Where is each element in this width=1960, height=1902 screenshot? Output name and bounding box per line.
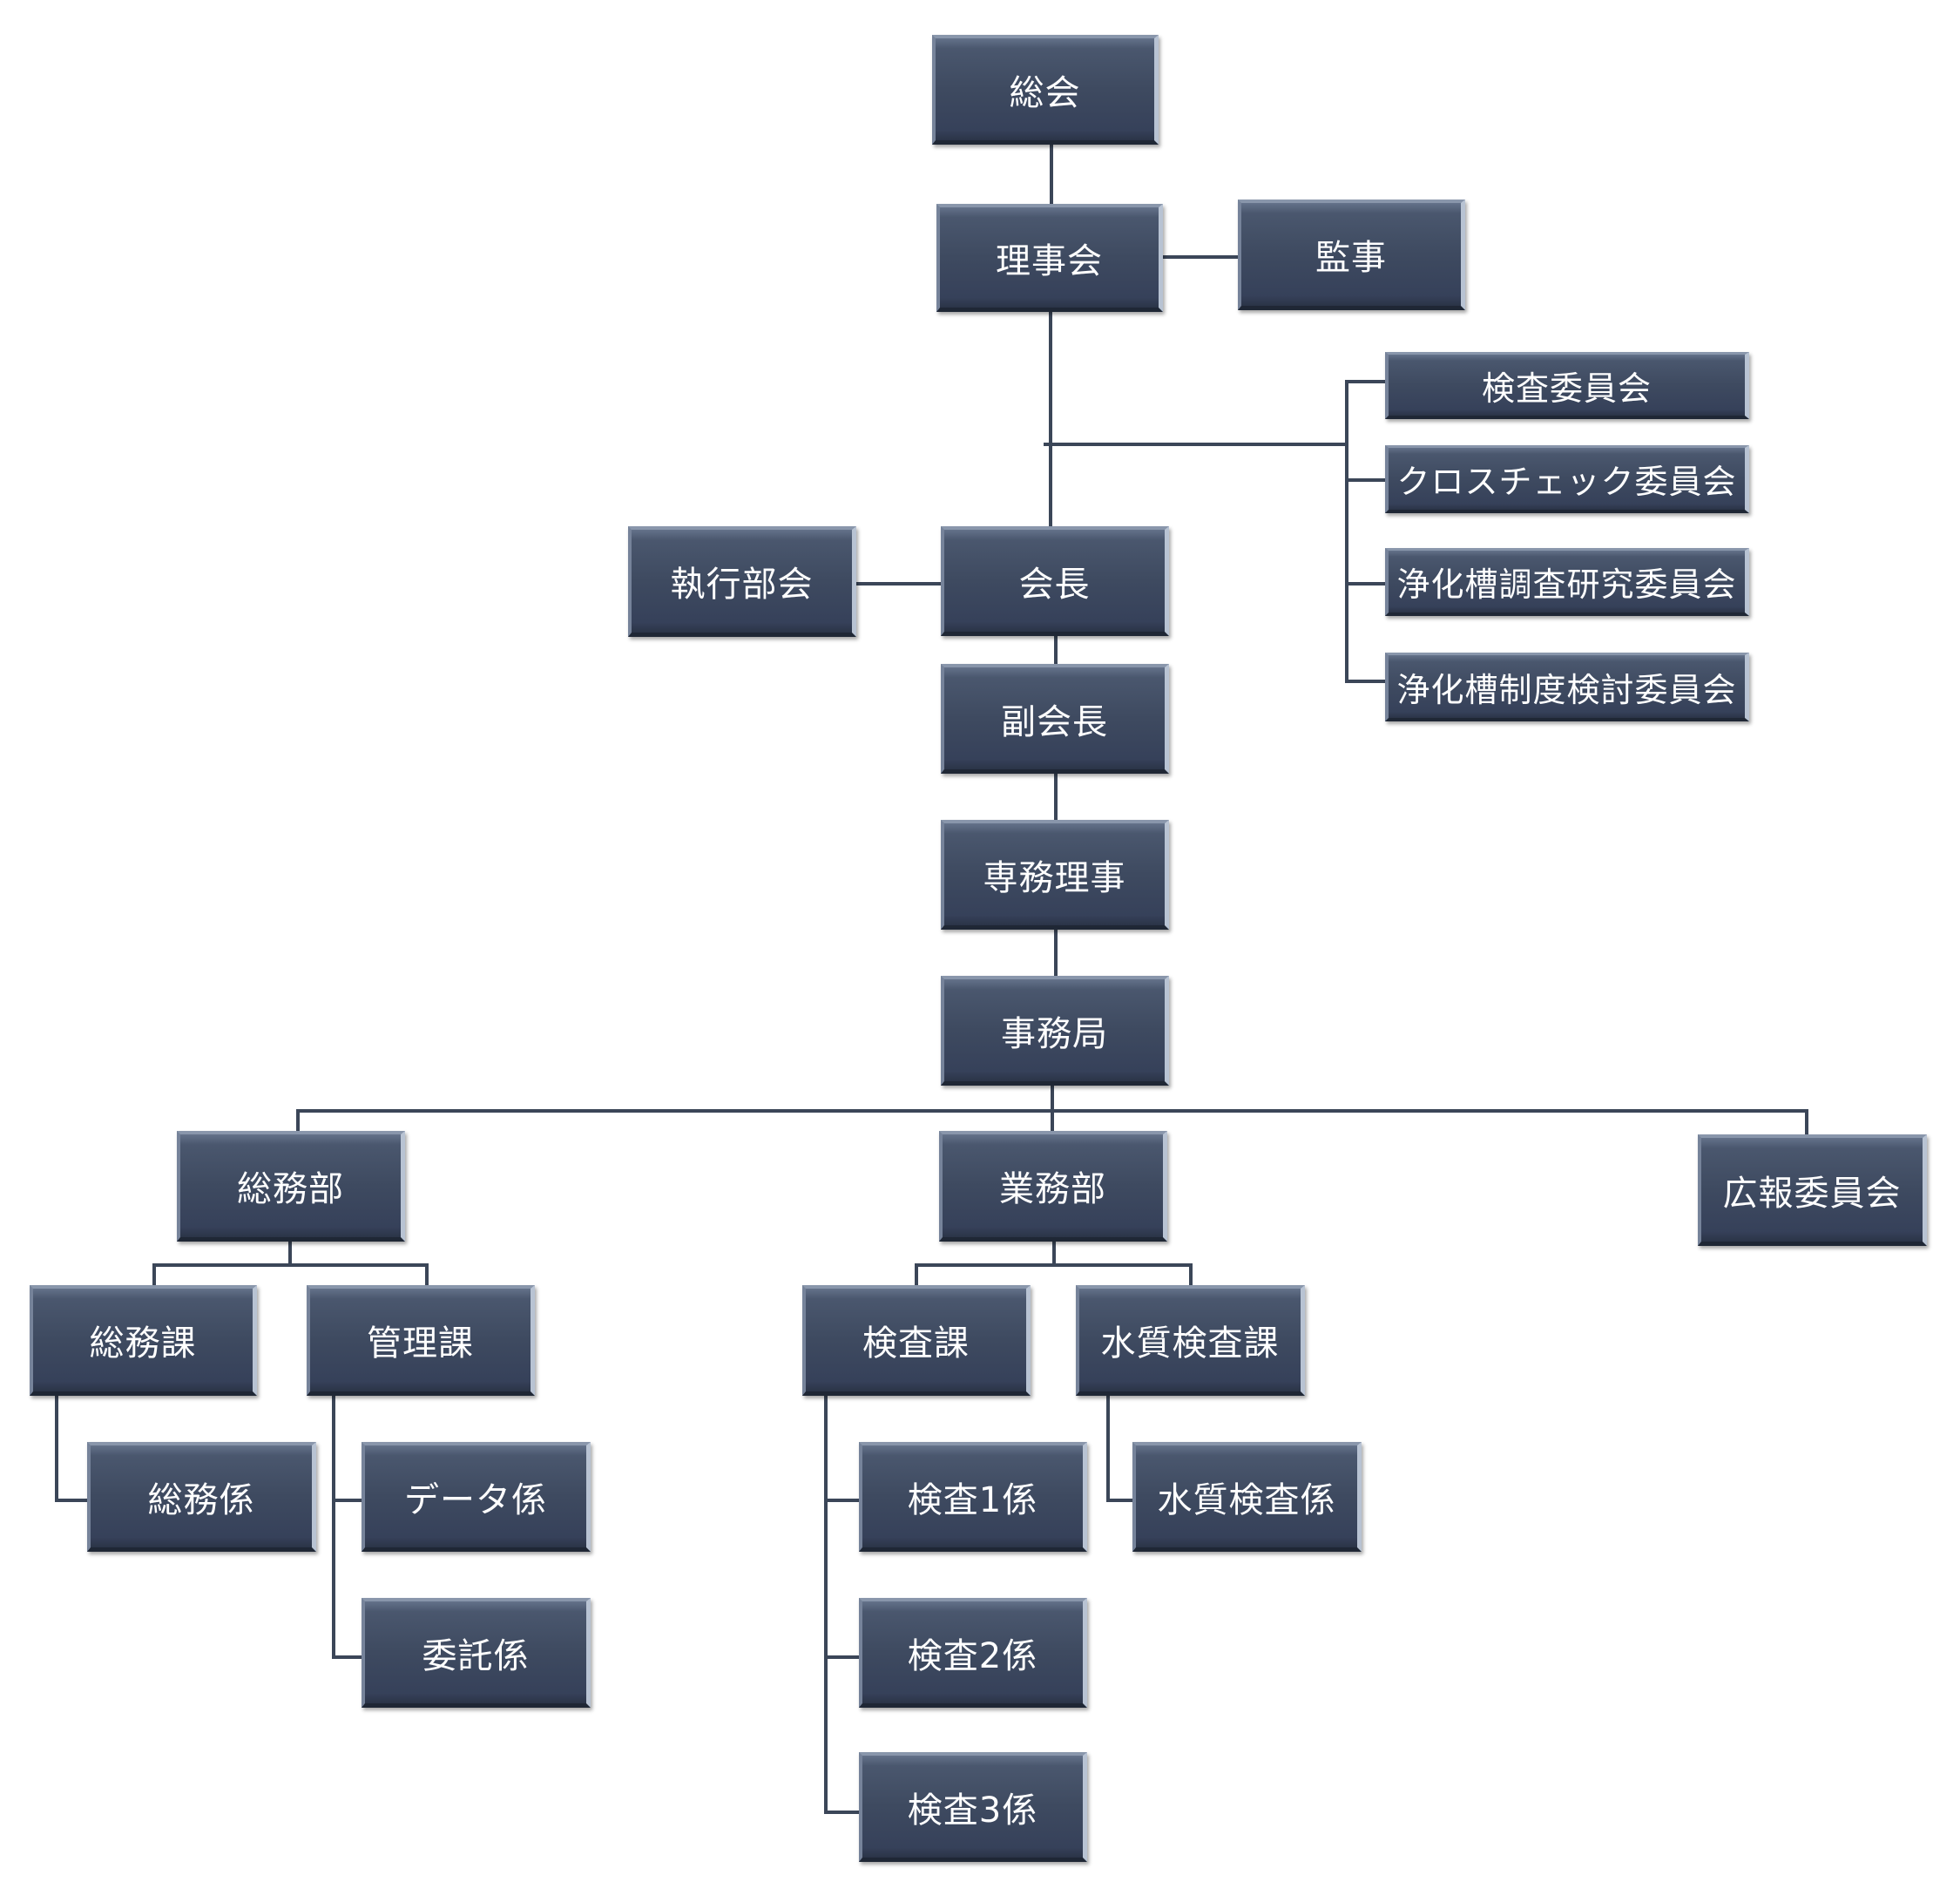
node-rijikai: 理事会 (936, 204, 1163, 312)
node-jokaso-chosa-iinkai: 浄化槽調査研究委員会 (1385, 548, 1749, 616)
node-kanji: 監事 (1238, 200, 1465, 310)
node-suishitsu-kensa-gakari: 水質検査係 (1132, 1442, 1362, 1552)
node-jokaso-seido-iinkai: 浄化槽制度検討委員会 (1385, 653, 1749, 721)
node-somugakari: 総務係 (87, 1442, 316, 1552)
node-shikko-bukai: 執行部会 (628, 526, 856, 637)
node-kensa-iinkai: 検査委員会 (1385, 352, 1749, 419)
node-gyomubu: 業務部 (939, 1131, 1167, 1242)
node-suishitsu-kensaka: 水質検査課 (1076, 1285, 1305, 1396)
node-senmu-riji: 専務理事 (941, 820, 1169, 930)
node-jimukyoku: 事務局 (941, 976, 1169, 1086)
node-kensa2-gakari: 検査2係 (859, 1598, 1087, 1708)
node-data-gakari: データ係 (362, 1442, 591, 1552)
node-somubu: 総務部 (177, 1131, 405, 1242)
node-kensaka: 検査課 (802, 1285, 1031, 1396)
node-fukukaicho: 副会長 (941, 664, 1169, 774)
node-somuka: 総務課 (30, 1285, 257, 1396)
node-itaku-gakari: 委託係 (362, 1598, 591, 1708)
node-sokai: 総会 (932, 35, 1159, 145)
node-kaicho: 会長 (941, 526, 1169, 636)
node-kanrika: 管理課 (307, 1285, 535, 1396)
node-koho-iinkai: 広報委員会 (1698, 1134, 1927, 1246)
node-crosscheck-iinkai: クロスチェック委員会 (1385, 445, 1749, 513)
node-kensa3-gakari: 検査3係 (859, 1752, 1087, 1862)
node-kensa1-gakari: 検査1係 (859, 1442, 1087, 1552)
